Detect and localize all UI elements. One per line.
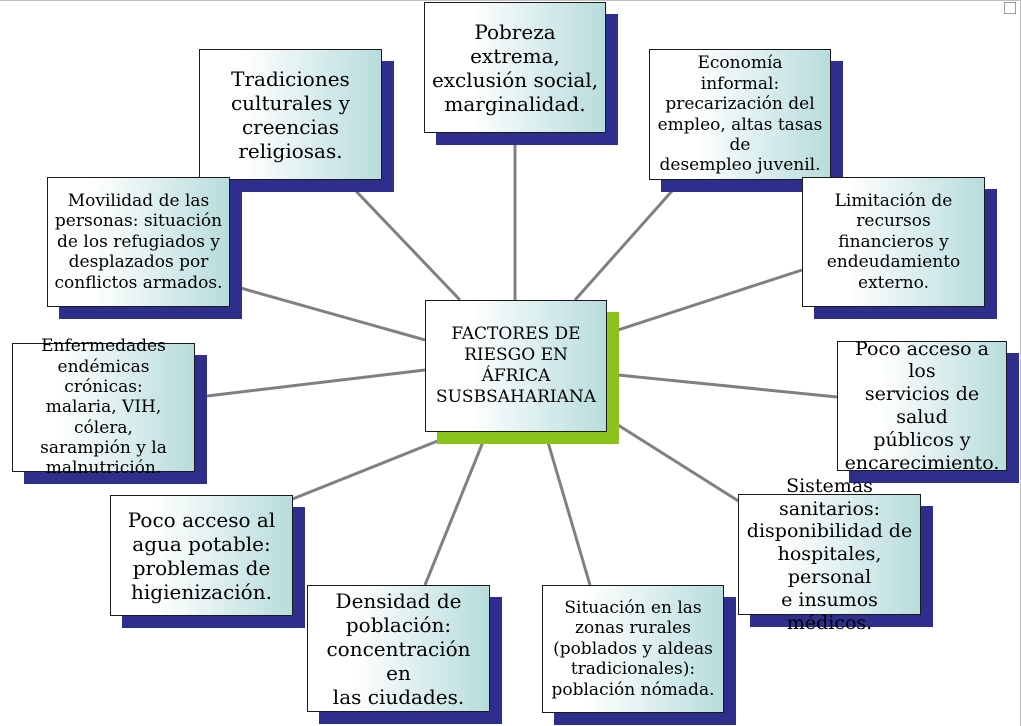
node-enfermedades-label: Enfermedades endémicas crónicas: malaria… (40, 336, 167, 479)
node-salud: Poco acceso a los servicios de salud púb… (837, 338, 1007, 474)
connector-rural (543, 431, 592, 586)
node-economia: Economía informal: precarización del emp… (649, 49, 831, 180)
center-node-label: FACTORES DE RIESGO EN ÁFRICA SUSBSAHARIA… (435, 323, 597, 408)
node-enfermedades: Enfermedades endémicas crónicas: malaria… (12, 336, 195, 478)
node-movilidad-label: Movilidad de las personas: situación de … (54, 191, 223, 293)
resize-handle[interactable] (1004, 2, 1016, 14)
connector-densidad (423, 431, 489, 586)
node-pobreza: Pobreza extrema, exclusión social, margi… (424, 2, 606, 133)
node-limitacion-label: Limitación de recursos financieros y end… (826, 191, 961, 293)
connector-tradiciones (353, 188, 462, 302)
connector-enfermedades (206, 368, 426, 398)
node-agua-label: Poco acceso al agua potable: problemas d… (127, 507, 276, 604)
node-tradiciones-label: Tradiciones culturales y creencias relig… (230, 66, 351, 163)
node-densidad: Densidad de población: concentración en … (307, 585, 490, 712)
node-salud-label: Poco acceso a los servicios de salud púb… (844, 337, 1000, 474)
connector-economia (573, 181, 682, 301)
node-rural-label: Situación en las zonas rurales (poblados… (551, 598, 715, 700)
node-densidad-label: Densidad de población: concentración en … (326, 588, 471, 709)
node-sanitarios: Sistemas sanitarios: disponibilidad de h… (738, 475, 921, 634)
node-tradiciones: Tradiciones culturales y creencias relig… (199, 49, 382, 180)
connector-limitacion (617, 268, 803, 332)
node-pobreza-label: Pobreza extrema, exclusión social, margi… (431, 19, 599, 116)
node-limitacion: Limitación de recursos financieros y end… (802, 177, 985, 307)
connector-movilidad (229, 283, 426, 342)
connector-salud (617, 373, 838, 399)
node-sanitarios-label: Sistemas sanitarios: disponibilidad de h… (746, 474, 913, 634)
node-agua: Poco acceso al agua potable: problemas d… (110, 495, 293, 616)
node-rural: Situación en las zonas rurales (poblados… (542, 585, 724, 713)
frame-top-border (0, 0, 1021, 1)
connector-agua (289, 430, 461, 502)
node-movilidad: Movilidad de las personas: situación de … (47, 177, 230, 307)
connector-sanitarios (617, 423, 741, 504)
center-node: FACTORES DE RIESGO EN ÁFRICA SUSBSAHARIA… (425, 300, 607, 432)
node-economia-label: Economía informal: precarización del emp… (657, 53, 823, 176)
